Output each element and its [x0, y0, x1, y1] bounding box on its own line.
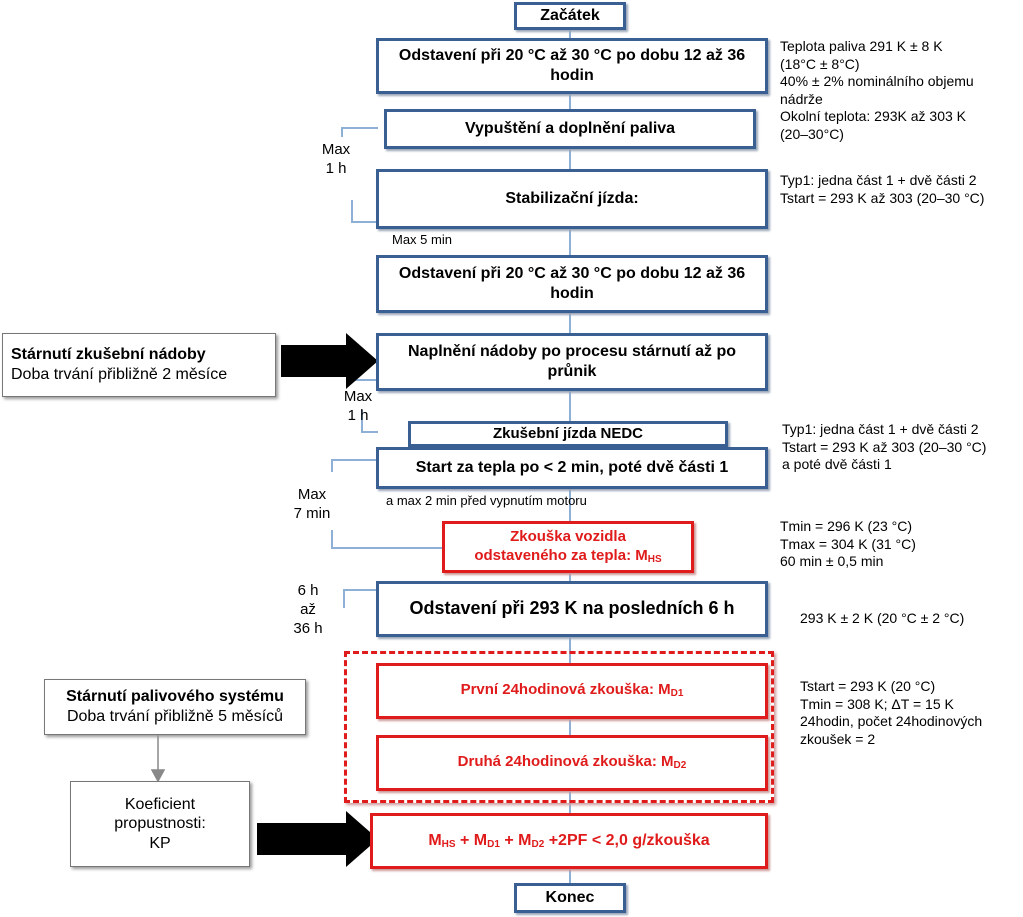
arrowhead-fuel-to-kp: [150, 769, 166, 783]
bracket-max1h-a-top: [341, 127, 378, 137]
bracket-max7min-bottom: [331, 530, 442, 549]
diurnal2-label: Druhá 24hodinová zkouška: MD2: [457, 753, 687, 772]
soak1-label: Odstavení při 20 °C až 30 °C po dobu 12 …: [398, 47, 746, 84]
kp-box: Koeficient propustnosti: KP: [70, 781, 250, 867]
sum-formula: MHS + MD1 + MD2 +2PF < 2,0 g/zkouška: [428, 831, 710, 850]
arrow-aging-to-fill: [281, 333, 378, 389]
end-label: Konec: [545, 889, 595, 907]
label-max-5min: Max 5 min: [392, 232, 452, 247]
label-max-1h-b: Max 1 h: [343, 388, 373, 424]
start-box: Začátek: [514, 2, 626, 30]
label-max-2min: a max 2 min před vypnutím motoru: [386, 493, 587, 508]
kp-line1: Koeficient: [124, 795, 196, 813]
note-hot-soak: Tmin = 296 K (23 °C) Tmax = 304 K (31 °C…: [780, 518, 916, 569]
diurnal1-label: První 24hodinová zkouška: MD1: [460, 681, 684, 700]
nedc-label: Zkušební jízda NEDC: [492, 424, 644, 442]
end-box: Konec: [514, 883, 626, 913]
soak1-box: Odstavení při 20 °C až 30 °C po dobu 12 …: [376, 38, 768, 94]
nedc-box: Zkušební jízda NEDC: [408, 421, 728, 447]
soak3-label: Odstavení při 293 K na posledních 6 h: [409, 598, 735, 619]
stabilization-box: Stabilizační jízda:: [376, 169, 768, 229]
fill-label: Naplnění nádoby po procesu stárnutí až p…: [407, 343, 737, 380]
soak2-label: Odstavení při 20 °C až 30 °C po dobu 12 …: [398, 265, 746, 302]
hot-soak-line2: odstaveného za tepla: MHS: [474, 546, 662, 565]
d2-subscript: D2: [673, 760, 687, 772]
note-nedc: Typ1: jedna část 1 + dvě části 2 Tstart …: [782, 421, 987, 472]
stabilization-label: Stabilizační jízda:: [505, 190, 639, 208]
d1-subscript: D1: [670, 688, 684, 700]
hot-start-box: Start za tepla po < 2 min, poté dvě část…: [376, 447, 768, 489]
hs-subscript: HS: [647, 553, 662, 565]
drain-label: Vypuštění a doplnění paliva: [464, 120, 676, 138]
hot-soak-line1: Zkouška vozidla: [510, 528, 626, 546]
bracket-max1h-b-bottom: [361, 410, 378, 433]
hot-soak-box: Zkouška vozidla odstaveného za tepla: MH…: [442, 521, 694, 573]
drain-box: Vypuštění a doplnění paliva: [384, 109, 756, 149]
note-soak3: 293 K ± 2 K (20 °C ± 2 °C): [800, 610, 965, 626]
fuel-aging-text: Doba trvání přibližně 5 měsíců: [66, 708, 284, 725]
label-max-7min: Max 7 min: [293, 486, 331, 522]
soak2-box: Odstavení při 20 °C až 30 °C po dobu 12 …: [376, 255, 768, 313]
kp-line2: propustnosti:: [114, 815, 206, 833]
aging-box: Stárnutí zkušební nádoby Doba trvání při…: [2, 333, 276, 397]
note-soak1: Teplota paliva 291 K ± 8 K (18°C ± 8°C) …: [780, 38, 974, 142]
fuel-aging-title: Stárnutí palivového systému: [66, 688, 284, 706]
arrow-kp-to-sum: [257, 811, 378, 867]
hot-start-label: Start za tepla po < 2 min, poté dvě část…: [415, 459, 729, 477]
note-diurnal: Tstart = 293 K (20 °C) Tmin = 308 K; ΔT …: [800, 678, 983, 747]
start-label: Začátek: [540, 7, 600, 25]
bracket-6h-top: [343, 589, 378, 608]
diurnal2-box: Druhá 24hodinová zkouška: MD2: [376, 735, 768, 791]
sum-box: MHS + MD1 + MD2 +2PF < 2,0 g/zkouška: [370, 813, 768, 869]
aging-text: Doba trvání přibližně 2 měsíce: [11, 366, 228, 383]
bracket-max1h-a-bottom: [351, 200, 378, 223]
note-stabilization: Typ1: jedna část 1 + dvě části 2 Tstart …: [780, 172, 985, 206]
diurnal1-box: První 24hodinová zkouška: MD1: [376, 663, 768, 719]
label-max-1h-a: Max 1 h: [321, 141, 351, 177]
label-6h-36h: 6 h až 36 h: [293, 582, 323, 637]
kp-line3: KP: [149, 834, 171, 852]
bracket-max7min-top: [331, 459, 378, 472]
fill-box: Naplnění nádoby po procesu stárnutí až p…: [376, 333, 768, 391]
fuel-aging-box: Stárnutí palivového systému Doba trvání …: [44, 679, 306, 735]
soak3-box: Odstavení při 293 K na posledních 6 h: [376, 581, 768, 637]
aging-title: Stárnutí zkušební nádoby: [11, 346, 206, 364]
diurnal-group: [344, 651, 774, 803]
